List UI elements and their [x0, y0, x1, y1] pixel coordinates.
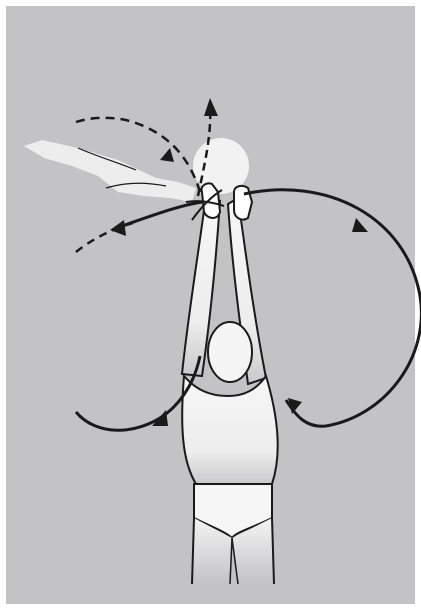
arrow-left-bottom-icon — [152, 410, 168, 426]
arrow-right-top-icon — [352, 218, 368, 232]
arrow-upper-dashed-icon — [160, 148, 174, 162]
arrow-up-icon — [204, 98, 218, 116]
right-hand — [234, 186, 252, 220]
lower-dashed-arc — [76, 222, 136, 252]
swimming-stroke-diagram — [6, 6, 421, 616]
